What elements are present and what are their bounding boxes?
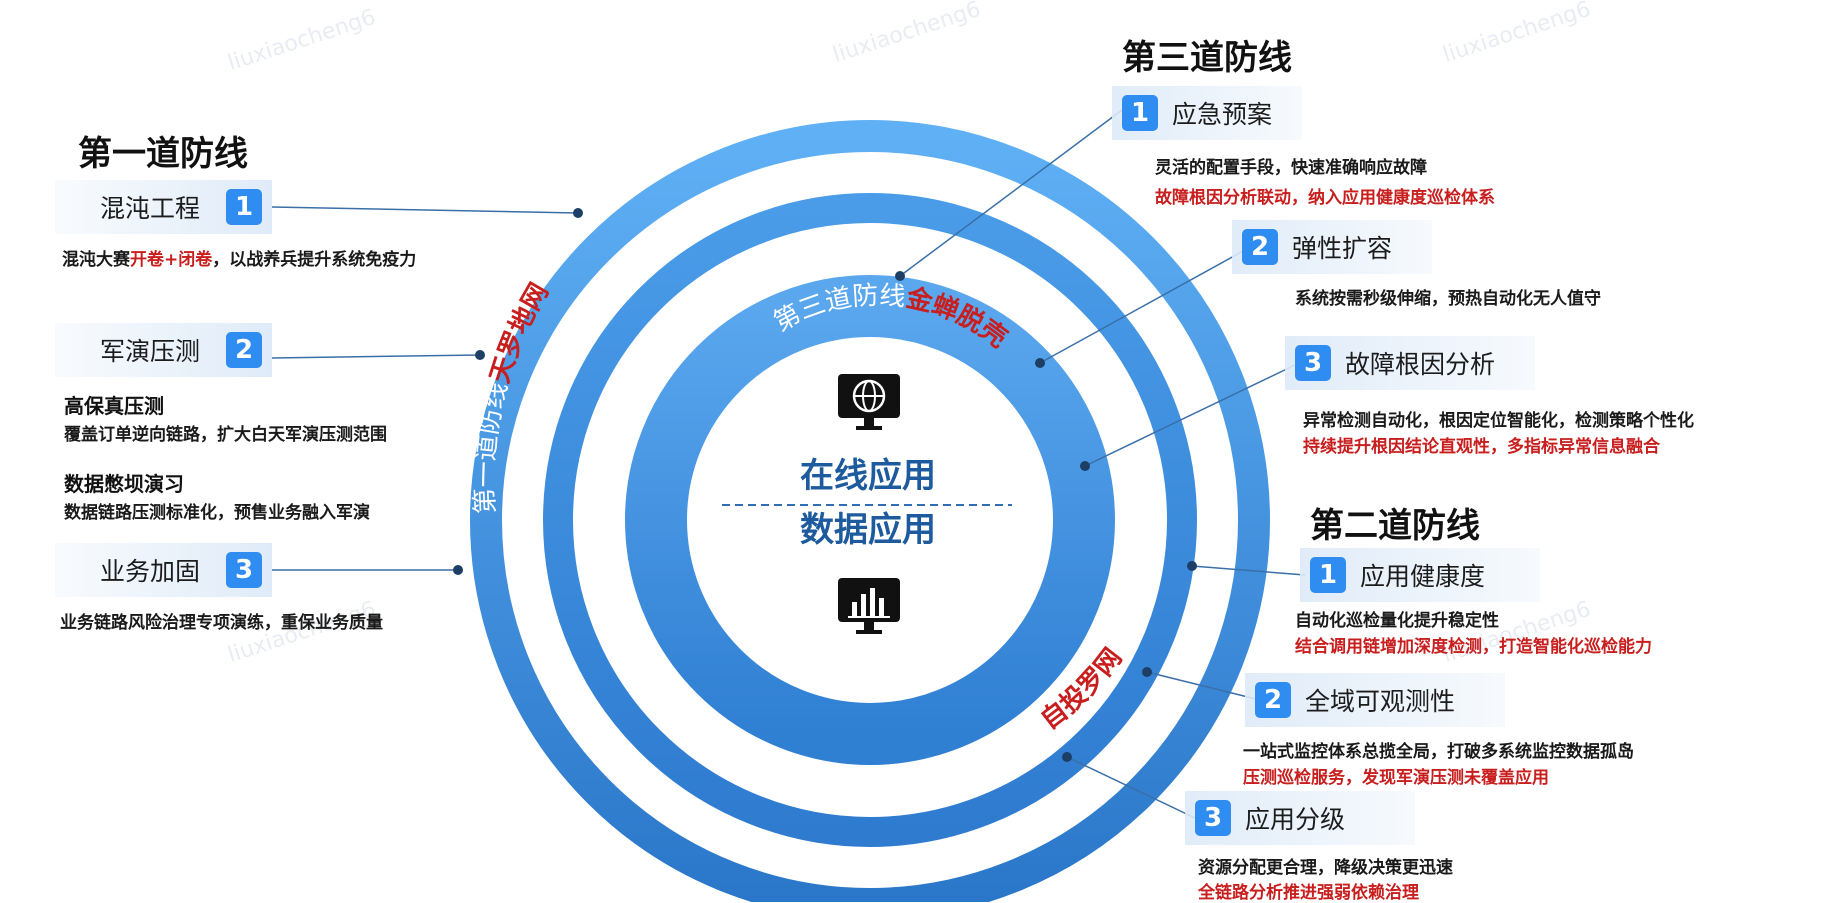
first-line-item-drill: 军演压测 2	[55, 323, 272, 377]
rootcause-description-highlight: 持续提升根因结论直观性，多指标异常信息融合	[1303, 437, 1660, 457]
health-description-highlight: 结合调用链增加深度检测，打造智能化巡检能力	[1295, 637, 1652, 657]
item-label: 军演压测	[99, 337, 200, 366]
scaling-description: 系统按需秒级伸缩，预热自动化无人值守	[1295, 289, 1601, 309]
item-number: 2	[1255, 682, 1291, 718]
item-label: 应用分级	[1245, 805, 1346, 834]
ring-outer-base	[482, 132, 1258, 902]
item-number: 1	[226, 189, 262, 225]
center-online-app: 在线应用	[800, 456, 936, 496]
first-line-item-chaos: 混沌工程 1	[55, 180, 272, 234]
item-label: 应急预案	[1172, 100, 1273, 129]
plan-description: 灵活的配置手段，快速准确响应故障	[1155, 158, 1427, 178]
ring-outer	[470, 120, 1270, 902]
second-line-item-health: 1 应用健康度	[1300, 548, 1540, 602]
connector-dots	[453, 208, 1197, 762]
grading-description: 资源分配更合理，降级决策更迅速	[1198, 858, 1453, 878]
item-label: 业务加固	[99, 557, 200, 586]
rootcause-description: 异常检测自动化，根因定位智能化，检测策略个性化	[1303, 411, 1694, 431]
second-line-title: 第二道防线	[1310, 506, 1480, 546]
item-label: 故障根因分析	[1345, 350, 1496, 379]
ring-inner	[625, 275, 1115, 765]
dam-description: 数据链路压测标准化，预售业务融入军演	[64, 503, 370, 523]
item-label: 混沌工程	[99, 194, 200, 223]
chart-monitor-icon	[838, 578, 900, 634]
item-label: 弹性扩容	[1292, 234, 1393, 263]
ring-middle	[543, 193, 1197, 847]
center-data-app: 数据应用	[800, 510, 936, 550]
observability-description-highlight: 压测巡检服务，发现军演压测未覆盖应用	[1243, 768, 1549, 788]
dam-title: 数据憋坝演习	[64, 472, 184, 496]
third-line-item-scaling: 2 弹性扩容	[1232, 220, 1432, 274]
second-line-item-observability: 2 全域可观测性	[1245, 673, 1505, 727]
connector-lines	[271, 109, 1306, 819]
item-number: 2	[1242, 229, 1278, 265]
chaos-description: 混沌大赛开卷+闭卷，以战养兵提升系统免疫力	[62, 250, 417, 270]
third-line-item-plan: 1 应急预案	[1112, 86, 1302, 140]
first-line-title: 第一道防线	[78, 134, 248, 174]
health-description: 自动化巡检量化提升稳定性	[1295, 611, 1499, 631]
item-label: 应用健康度	[1360, 562, 1486, 591]
item-number: 3	[226, 552, 262, 588]
gaobao-description: 覆盖订单逆向链路，扩大白天军演压测范围	[64, 425, 387, 445]
first-line-item-reinforce: 业务加固 3	[55, 543, 272, 597]
item-number: 3	[1295, 345, 1331, 381]
third-line-item-rootcause: 3 故障根因分析	[1285, 336, 1535, 390]
reinforce-description: 业务链路风险治理专项演练，重保业务质量	[60, 613, 383, 633]
globe-monitor-icon	[838, 374, 900, 430]
item-number: 2	[226, 332, 262, 368]
second-line-item-grading: 3 应用分级	[1185, 791, 1415, 845]
item-number: 1	[1122, 95, 1158, 131]
item-number: 1	[1310, 557, 1346, 593]
plan-description-highlight: 故障根因分析联动，纳入应用健康度巡检体系	[1155, 188, 1495, 208]
item-number: 3	[1195, 800, 1231, 836]
grading-description-highlight: 全链路分析推进强弱依赖治理	[1198, 883, 1419, 903]
item-label: 全域可观测性	[1305, 687, 1456, 716]
observability-description: 一站式监控体系总揽全局，打破多系统监控数据孤岛	[1243, 742, 1634, 762]
gaobao-title: 高保真压测	[64, 394, 164, 418]
third-line-title: 第三道防线	[1122, 38, 1292, 78]
